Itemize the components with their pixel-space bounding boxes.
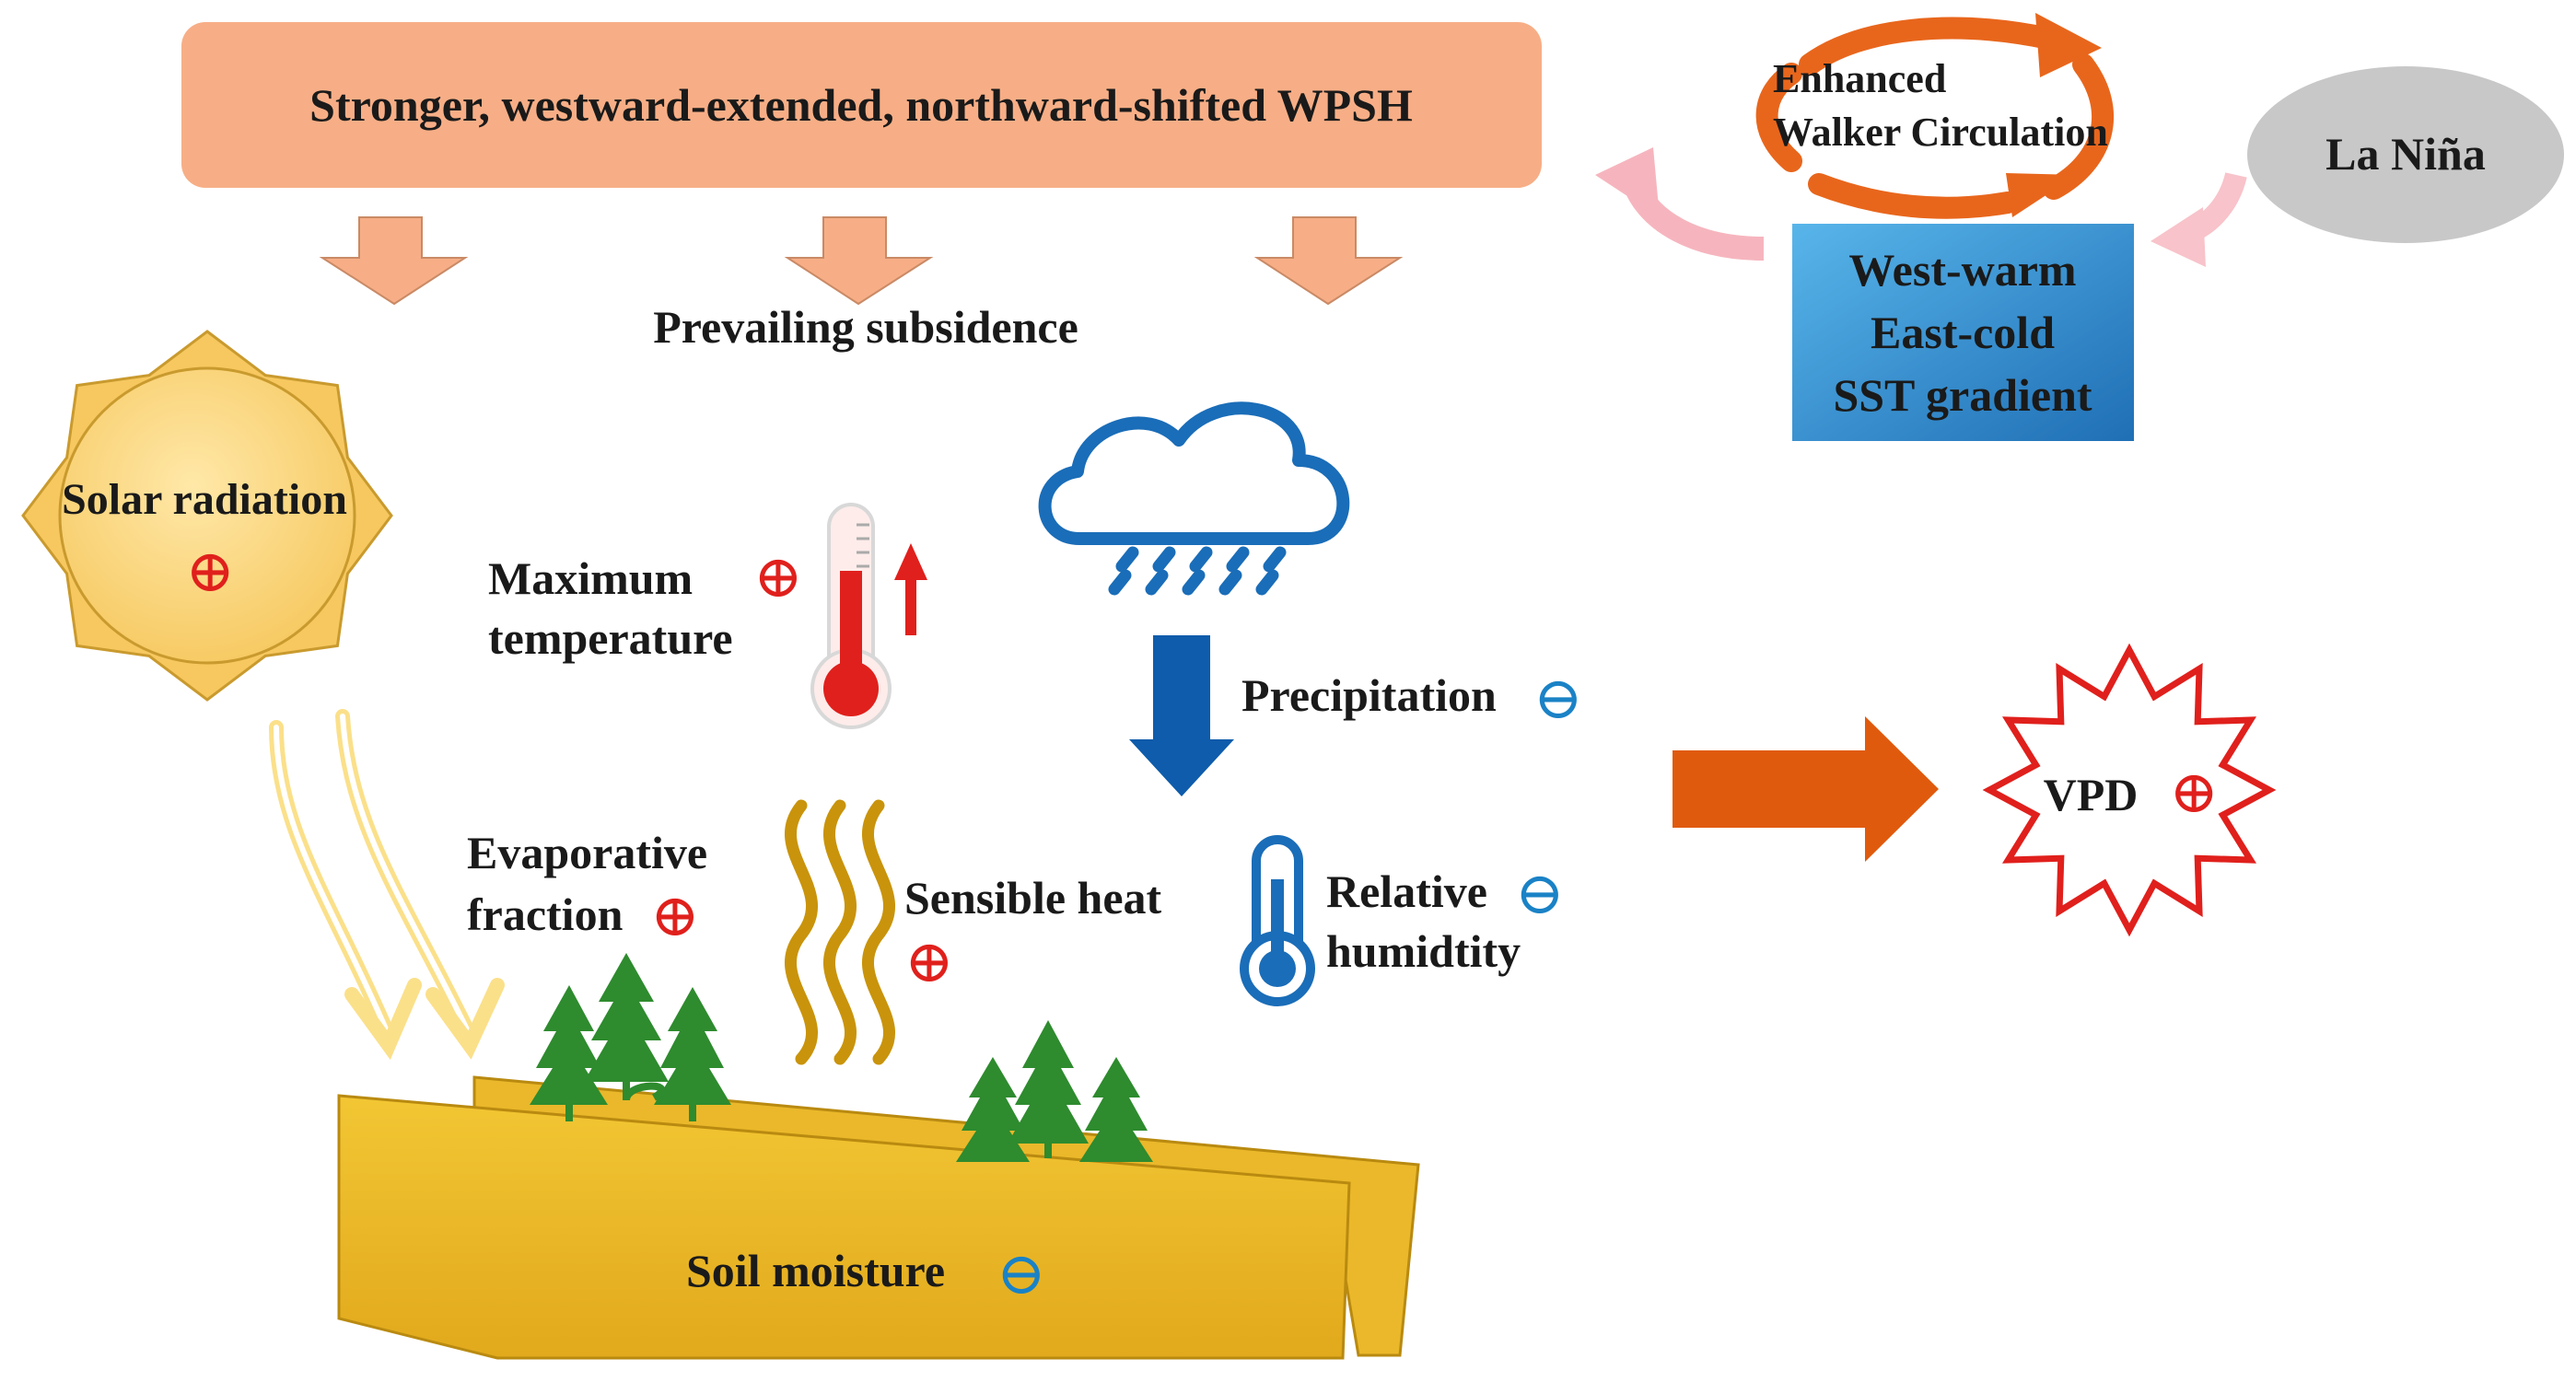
vpd-sign: ⊕ bbox=[2169, 760, 2219, 825]
precipitation-sign: ⊖ bbox=[1533, 666, 1583, 731]
walker-line1: Enhanced bbox=[1773, 56, 1946, 101]
vpd-arrow bbox=[1673, 716, 1939, 862]
tree-icon bbox=[584, 953, 669, 1099]
max-temp-line1: Maximum bbox=[488, 552, 693, 604]
subsidence-arrows bbox=[319, 216, 1404, 306]
pink-arrow-from-la-nina bbox=[2151, 171, 2247, 267]
soil-moisture-sign: ⊖ bbox=[997, 1241, 1046, 1307]
tree-icon bbox=[1079, 1057, 1153, 1162]
subsidence-arrow-right bbox=[1253, 216, 1404, 306]
evap-line1: Evaporative bbox=[467, 827, 707, 878]
sun-icon bbox=[21, 330, 393, 702]
tree-icon bbox=[1008, 1020, 1089, 1158]
max-temp-line2: temperature bbox=[488, 612, 733, 664]
rh-line1: Relative bbox=[1326, 865, 1487, 917]
tree-icon bbox=[956, 1057, 1030, 1162]
heat-wave-icon bbox=[784, 799, 896, 1065]
soil-moisture-label: Soil moisture bbox=[686, 1245, 945, 1296]
pink-arrow-to-wpsh bbox=[1595, 147, 1765, 261]
la-nina-label: La Niña bbox=[2325, 128, 2486, 180]
solar-radiation-sign: ⊕ bbox=[185, 539, 235, 604]
sensible-heat-label: Sensible heat bbox=[904, 872, 1162, 923]
subsidence-arrow-center bbox=[784, 216, 934, 306]
walker-line2: Walker Circulation bbox=[1773, 110, 2108, 155]
wpsh-box: Stronger, westward-extended, northward-s… bbox=[181, 22, 1542, 188]
max-temp-sign: ⊕ bbox=[753, 544, 803, 610]
trees-left bbox=[530, 953, 731, 1121]
subsidence-label: Prevailing subsidence bbox=[653, 301, 1078, 353]
subsidence-arrow-left bbox=[319, 216, 469, 306]
walker-loop-icon bbox=[1755, 17, 2115, 219]
sst-line1: West-warm bbox=[1848, 244, 2076, 296]
precipitation-label: Precipitation bbox=[1241, 669, 1497, 721]
rain-cloud-icon bbox=[1038, 401, 1350, 596]
rh-line2: humidtity bbox=[1326, 925, 1521, 977]
la-nina-ellipse: La Niña bbox=[2247, 66, 2564, 243]
thermometer-hot-icon bbox=[810, 503, 892, 729]
soil-slab bbox=[337, 1075, 1420, 1360]
vpd-label: VPD bbox=[2044, 769, 2139, 820]
tree-icon bbox=[530, 985, 608, 1121]
rh-sign: ⊖ bbox=[1515, 861, 1565, 926]
wpsh-label: Stronger, westward-extended, northward-s… bbox=[309, 79, 1413, 131]
tree-icon bbox=[654, 987, 731, 1121]
thermometer-cold-icon bbox=[1240, 835, 1315, 1006]
precipitation-down-arrow bbox=[1129, 635, 1234, 796]
sst-line3: SST gradient bbox=[1833, 369, 2092, 421]
sst-line2: East-cold bbox=[1871, 307, 2055, 358]
sst-gradient-box: West-warm East-cold SST gradient bbox=[1792, 224, 2134, 441]
vpd-star-icon bbox=[1982, 643, 2277, 937]
walker-loop-arrowheads bbox=[2006, 13, 2102, 217]
evap-line2: fraction bbox=[467, 888, 624, 940]
solar-ray-arrows bbox=[269, 709, 505, 1061]
evap-sign: ⊕ bbox=[650, 883, 700, 948]
trees-right bbox=[956, 1020, 1153, 1162]
sensible-heat-sign: ⊕ bbox=[904, 929, 954, 994]
solar-radiation-label: Solar radiation bbox=[62, 475, 347, 524]
temperature-up-arrow bbox=[894, 543, 927, 635]
